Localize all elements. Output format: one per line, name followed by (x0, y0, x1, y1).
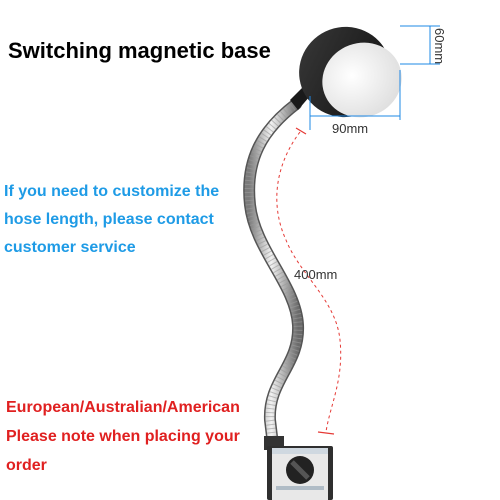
customize-note-line: hose length, please contact (4, 211, 214, 228)
plug-note-line: Please note when placing your (6, 428, 240, 445)
magnetic-base (264, 436, 333, 500)
plug-note-line: order (6, 457, 47, 474)
height-label: 60mm (432, 28, 447, 65)
customize-note: If you need to customize the hose length… (4, 178, 254, 262)
width-label: 90mm (332, 121, 369, 136)
plug-note-line: European/Australian/American (6, 399, 240, 416)
gooseneck-hose (243, 98, 305, 451)
hose-length-arc (276, 127, 342, 435)
page-title: Switching magnetic base (8, 38, 271, 63)
plug-note: European/Australian/American Please note… (6, 393, 266, 480)
hose-length-label: 400mm (294, 267, 338, 282)
customize-note-line: customer service (4, 239, 136, 256)
width-dimension (309, 70, 401, 130)
height-dimension (400, 25, 440, 65)
customize-note-line: If you need to customize the (4, 183, 220, 200)
lamp-head (290, 26, 402, 118)
